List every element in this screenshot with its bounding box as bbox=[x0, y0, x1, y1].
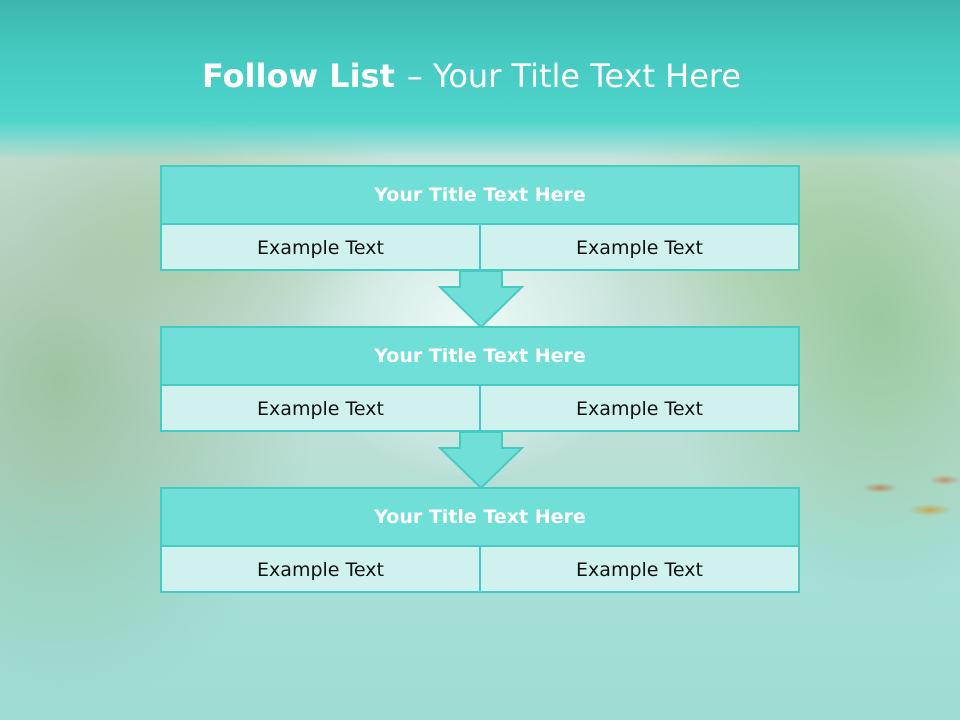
step-cell-left: Example Text bbox=[257, 237, 384, 259]
step-cell-left: Example Text bbox=[257, 398, 384, 420]
down-arrow-icon bbox=[438, 432, 524, 490]
step-box-3: Your Title Text Here Example Text Exampl… bbox=[160, 487, 800, 593]
step-row: Example Text Example Text bbox=[162, 386, 798, 432]
slide-title-rest: – Your Title Text Here bbox=[406, 57, 742, 95]
slide-title-bold: Follow List bbox=[202, 57, 395, 95]
step-title: Your Title Text Here bbox=[162, 167, 798, 225]
title-banner bbox=[0, 0, 960, 160]
slide-title: Follow List – Your Title Text Here bbox=[202, 52, 741, 100]
step-cell-left: Example Text bbox=[257, 559, 384, 581]
step-cell-right: Example Text bbox=[479, 547, 798, 593]
step-cell-right: Example Text bbox=[479, 225, 798, 271]
down-arrow-icon bbox=[438, 271, 524, 329]
step-box-2: Your Title Text Here Example Text Exampl… bbox=[160, 326, 800, 432]
step-title: Your Title Text Here bbox=[162, 328, 798, 386]
step-box-1: Your Title Text Here Example Text Exampl… bbox=[160, 165, 800, 271]
step-title: Your Title Text Here bbox=[162, 489, 798, 547]
step-row: Example Text Example Text bbox=[162, 547, 798, 593]
step-cell-right: Example Text bbox=[479, 386, 798, 432]
boats-decoration bbox=[820, 470, 960, 530]
step-row: Example Text Example Text bbox=[162, 225, 798, 271]
